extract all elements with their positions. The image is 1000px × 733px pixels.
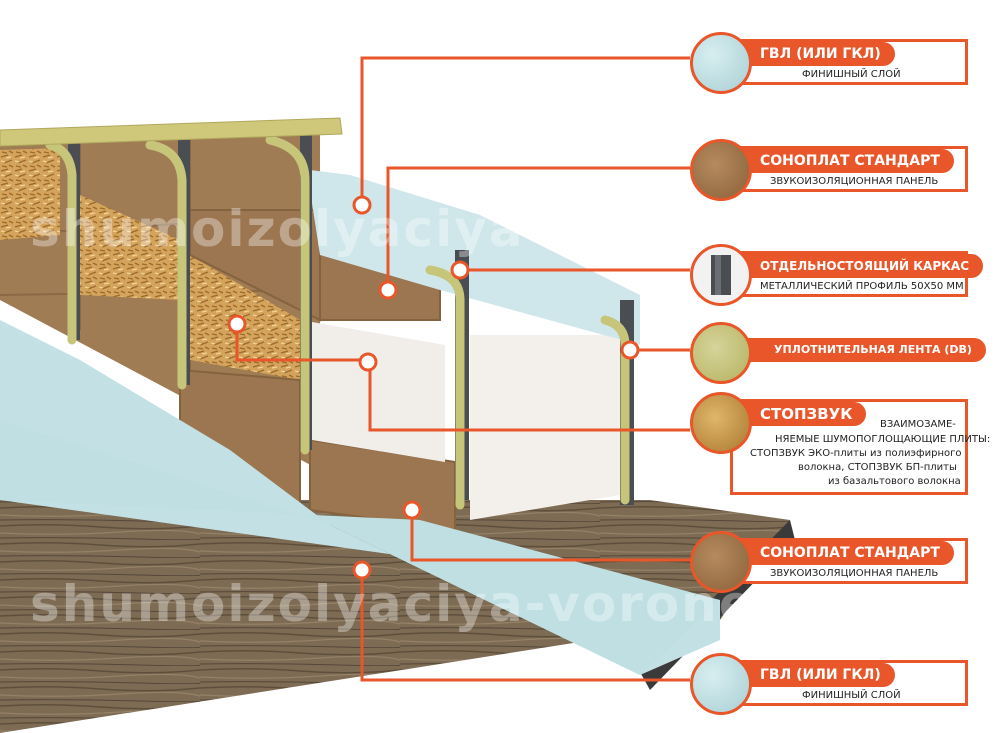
sonoplat-sample-icon xyxy=(690,139,752,201)
callout-title: СОНОПЛАТ СТАНДАРТ xyxy=(734,149,954,173)
callout-title: ГВЛ (ИЛИ ГКЛ) xyxy=(734,42,895,66)
callout-subtitle: ФИНИШНЫЙ СЛОЙ xyxy=(802,690,901,701)
callout-text-line-5: из базальтового волокна xyxy=(828,476,961,487)
stopzvuk-fill-mid xyxy=(80,195,180,300)
callout-title: ОТДЕЛЬНОСТОЯЩИЙ КАРКАС xyxy=(734,254,984,278)
metal-profile-icon xyxy=(690,244,752,306)
callout-text-line-2: НЯЕМЫЕ ШУМОПОГЛОЩАЮЩИЕ ПЛИТЫ: xyxy=(775,434,991,445)
stopzvuk-sample-icon xyxy=(690,392,752,454)
callout-title: УПЛОТНИТЕЛЬНАЯ ЛЕНТА (DB) xyxy=(734,338,986,362)
stopzvuk-fill-left xyxy=(0,148,60,240)
leader-lines xyxy=(235,56,690,682)
callout-subtitle: МЕТАЛЛИЧЕСКИЙ ПРОФИЛЬ 50Х50 ММ xyxy=(760,281,964,292)
gvl-sample-icon xyxy=(690,653,752,715)
sonoplat-sample-icon xyxy=(690,531,752,593)
watermark-top: shumoizolyaciya-voronezh.ru xyxy=(30,200,909,258)
gvl-panel-right xyxy=(470,335,620,520)
callout-text-line-1: ВЗАИМОЗАМЕ- xyxy=(880,419,956,430)
callout-title: СТОПЗВУК xyxy=(734,402,867,426)
callout-title: СОНОПЛАТ СТАНДАРТ xyxy=(734,541,954,565)
gvl-sheet-lower-left xyxy=(0,420,720,675)
gvl-sample-icon xyxy=(690,32,752,94)
watermark-bottom: shumoizolyaciya-voronezh.ru xyxy=(30,575,909,633)
callout-subtitle: ЗВУКОИЗОЛЯЦИОННАЯ ПАНЕЛЬ xyxy=(770,568,939,579)
floor-boards xyxy=(0,500,790,733)
gvl-panel-center xyxy=(312,322,445,462)
gvl-sheet-right-top xyxy=(310,170,640,345)
callout-subtitle: ЗВУКОИЗОЛЯЦИОННАЯ ПАНЕЛЬ xyxy=(770,176,939,187)
top-beam xyxy=(0,117,343,147)
leader-markers xyxy=(227,195,640,580)
callout-title: ГВЛ (ИЛИ ГКЛ) xyxy=(734,663,895,687)
callout-subtitle: ФИНИШНЫЙ СЛОЙ xyxy=(802,69,901,80)
sealing-tape-icon xyxy=(690,322,752,384)
callout-text-line-3: СТОПЗВУК ЭКО-плиты из полиэфирного xyxy=(750,448,962,459)
callout-text-line-4: волокна, СТОПЗВУК БП-плиты xyxy=(798,462,957,473)
stopzvuk-fill-right xyxy=(190,255,300,380)
